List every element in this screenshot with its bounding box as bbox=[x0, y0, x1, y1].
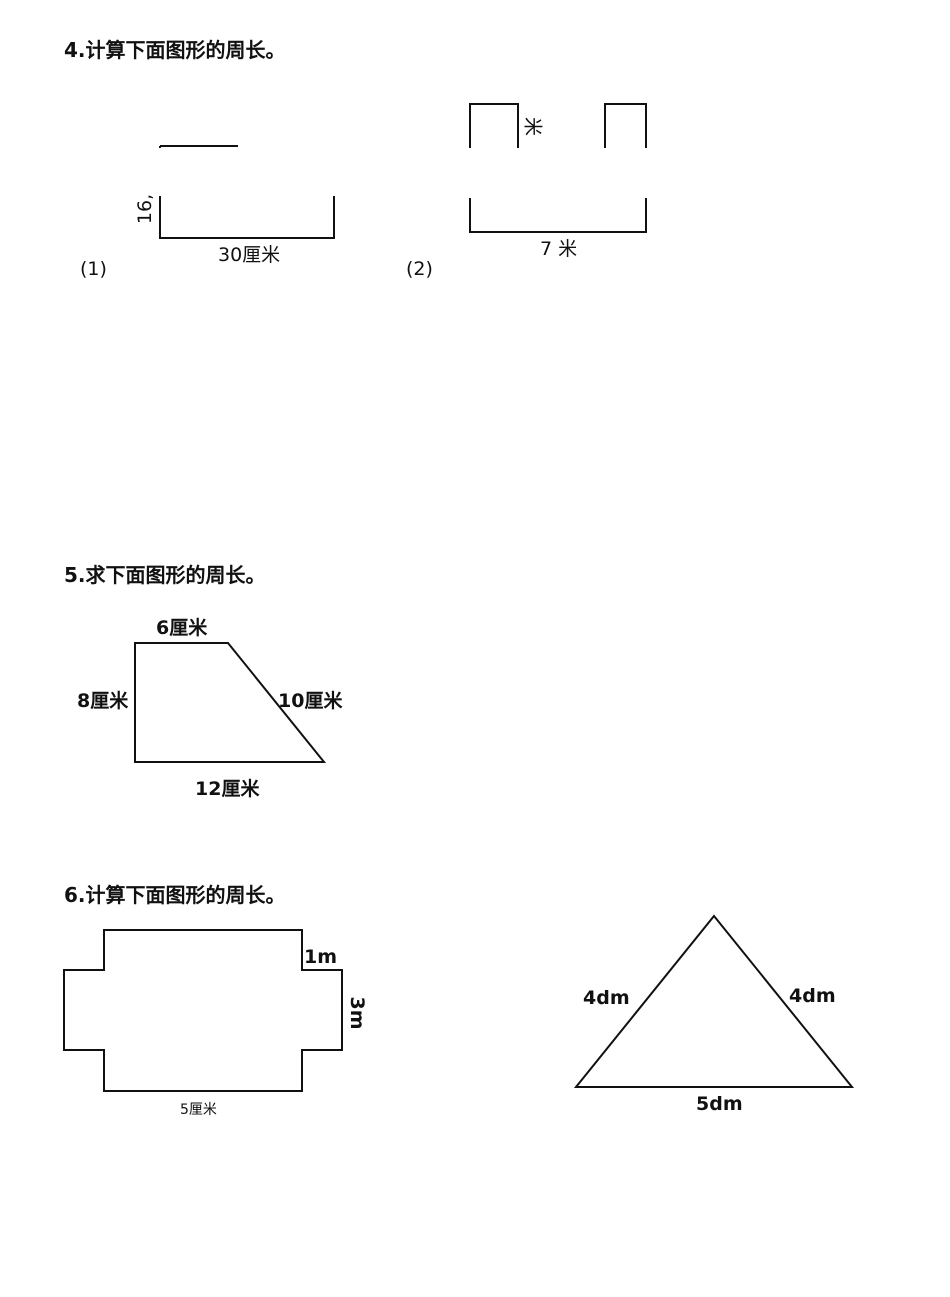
figure-5-slant-label: 10厘米 bbox=[278, 690, 343, 712]
figure-4-2-cropped-area bbox=[462, 148, 658, 198]
figure-4-1-bottom-label: 30厘米 bbox=[218, 244, 281, 266]
section5-title: 5.求下面图形的周长。 bbox=[64, 563, 266, 587]
figure-5-bottom-label: 12厘米 bbox=[195, 778, 260, 800]
figure-4-1-cropped-area bbox=[150, 148, 350, 196]
figure-6-cross-bottom-label: 5厘米 bbox=[180, 1102, 217, 1118]
figure-4-1-number: (1) bbox=[80, 258, 107, 280]
figure-5-top-label: 6厘米 bbox=[156, 617, 208, 639]
figure-6-triangle-right-label: 4dm bbox=[789, 985, 836, 1007]
figure-6-triangle-left-label: 4dm bbox=[583, 987, 630, 1009]
section6-title: 6.计算下面图形的周长。 bbox=[64, 883, 286, 907]
figure-5-left-label: 8厘米 bbox=[77, 690, 129, 712]
figure-6-notch-label: 1m bbox=[304, 946, 338, 968]
figure-4-2-number: (2) bbox=[406, 258, 433, 280]
figure-4-2-bottom-label: 7 米 bbox=[540, 238, 578, 260]
section4-title: 4.计算下面图形的周长。 bbox=[64, 38, 286, 62]
figure-6-triangle-bottom-label: 5dm bbox=[696, 1093, 743, 1115]
